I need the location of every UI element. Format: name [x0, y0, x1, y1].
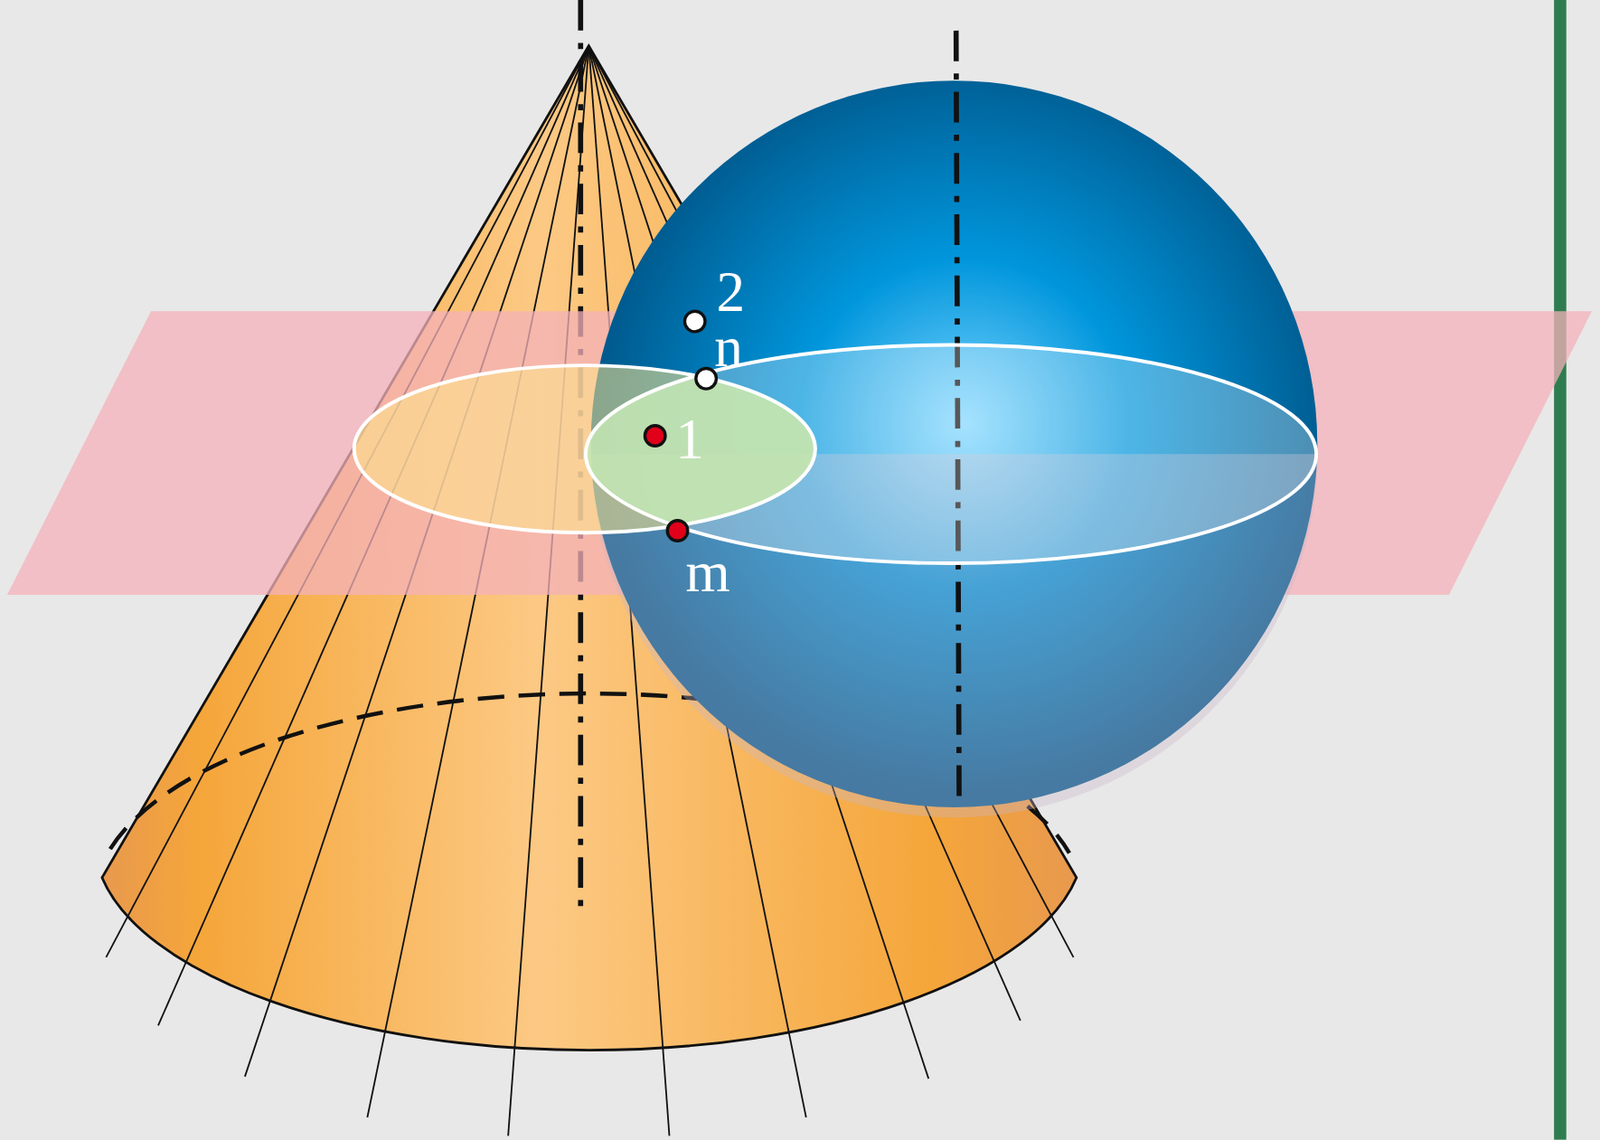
point-label: 2	[715, 263, 745, 320]
point-label: n	[714, 318, 744, 376]
point-label: 1	[675, 410, 705, 468]
point-label: m	[686, 543, 731, 601]
